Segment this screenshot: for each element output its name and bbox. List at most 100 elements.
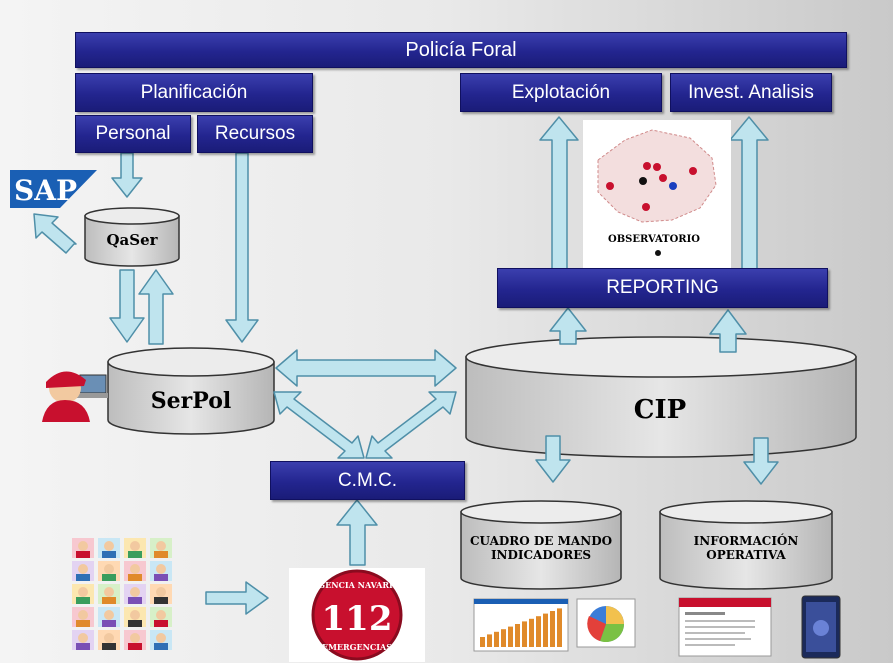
citizen-body xyxy=(128,597,142,604)
explotacion-bar: Explotación xyxy=(460,73,662,112)
citizens-grid-icon xyxy=(72,538,172,650)
personal-bar: Personal xyxy=(75,115,191,153)
citizen-face xyxy=(104,564,114,574)
thumbnail-bar xyxy=(543,613,548,647)
citizen-body xyxy=(128,620,142,627)
emergency-agency-text: AGENCIA NAVARRA xyxy=(311,580,403,590)
arrow-serpol-to-qaser xyxy=(138,269,174,345)
citizen-face xyxy=(78,610,88,620)
mobile-app-thumbnail xyxy=(801,595,841,659)
serpol-label: SerPol xyxy=(150,388,232,414)
observatory-map: OBSERVATORIO xyxy=(583,120,731,268)
police-officer-icon xyxy=(42,371,108,422)
thumbnail-bar xyxy=(536,616,541,647)
citizen-face xyxy=(156,633,166,643)
emergency-112-logo: AGENCIA NAVARRA 112 EMERGENCIAS xyxy=(289,568,425,662)
thumbnail-bar xyxy=(522,621,527,647)
citizen-face xyxy=(78,541,88,551)
arrow-people-to-112 xyxy=(205,581,269,615)
citizen-face xyxy=(130,564,140,574)
qaser-cylinder xyxy=(84,207,180,267)
dashboard-label-line2: INDICADORES xyxy=(490,548,592,562)
cmc-bar: C.M.C. xyxy=(270,461,465,500)
thumbnail-bar xyxy=(515,624,520,647)
citizen-body xyxy=(76,620,90,627)
citizen-face xyxy=(104,633,114,643)
citizen-face xyxy=(156,610,166,620)
citizen-face xyxy=(156,564,166,574)
arrow-reporting-to-analisis xyxy=(729,116,769,271)
arrow-recursos-to-serpol xyxy=(225,152,259,343)
citizen-face xyxy=(78,564,88,574)
citizen-body xyxy=(128,551,142,558)
arrow-reporting-to-explotacion xyxy=(539,116,579,271)
thumbnail-bar xyxy=(494,631,499,647)
citizen-face xyxy=(156,541,166,551)
thumbnail-bar xyxy=(529,618,534,647)
citizen-body xyxy=(154,597,168,604)
dashboard-label: CUADRO DE MANDO INDICADORES xyxy=(461,528,621,568)
citizen-face xyxy=(78,587,88,597)
arrow-qaser-to-serpol xyxy=(109,269,145,343)
citizen-face xyxy=(104,541,114,551)
invest-analisis-bar: Invest. Analisis xyxy=(670,73,832,112)
citizen-body xyxy=(76,597,90,604)
thumbnail-bar xyxy=(550,611,555,647)
citizen-body xyxy=(154,643,168,650)
arrow-cip-to-reporting xyxy=(549,307,587,345)
arrow-personal-to-qaser xyxy=(111,152,143,198)
recursos-bar: Recursos xyxy=(197,115,313,153)
arrow-cip-to-operational xyxy=(743,437,779,485)
citizen-body xyxy=(102,551,116,558)
citizen-body xyxy=(76,643,90,650)
citizen-face xyxy=(104,587,114,597)
citizen-face xyxy=(156,587,166,597)
operational-info-label: INFORMACIÓN OPERATIVA xyxy=(660,528,832,568)
citizen-body xyxy=(102,597,116,604)
thumbnail-bar xyxy=(487,634,492,647)
pie-chart-thumbnail xyxy=(576,598,636,648)
citizen-body xyxy=(154,574,168,581)
citizen-face xyxy=(130,587,140,597)
thumbnail-bar xyxy=(501,629,506,647)
arrow-cip-to-dashboard xyxy=(535,435,571,483)
citizen-body xyxy=(76,551,90,558)
citizen-face xyxy=(78,633,88,643)
citizen-face xyxy=(130,541,140,551)
sap-logo: SAP xyxy=(10,170,97,208)
citizen-face xyxy=(130,633,140,643)
operational-info-label-line2: OPERATIVA xyxy=(706,548,786,562)
arrow-qaser-to-sap xyxy=(33,213,77,254)
emergency-number-text: 112 xyxy=(322,599,393,639)
thumbnail-bar xyxy=(557,608,562,647)
citizen-body xyxy=(102,643,116,650)
serpol-cylinder xyxy=(107,347,275,435)
sap-logo-text: SAP xyxy=(14,174,77,207)
planificacion-bar: Planificación xyxy=(75,73,313,112)
citizen-body xyxy=(128,643,142,650)
policia-foral-bar: Policía Foral xyxy=(75,32,847,68)
arrow-cip-to-reporting-right xyxy=(709,309,747,353)
emergency-label-text: EMERGENCIAS xyxy=(322,642,392,652)
arrow-serpol-cmc xyxy=(273,391,365,459)
dashboard-label-line1: CUADRO DE MANDO xyxy=(469,534,613,548)
cip-cylinder xyxy=(465,336,857,458)
citizen-face xyxy=(130,610,140,620)
citizen-body xyxy=(102,620,116,627)
citizen-body xyxy=(102,574,116,581)
citizen-face xyxy=(104,610,114,620)
citizen-body xyxy=(154,620,168,627)
arrow-serpol-cip xyxy=(275,349,457,387)
observatory-label: OBSERVATORIO xyxy=(608,234,700,245)
arrow-112-to-cmc xyxy=(336,499,378,566)
web-report-thumbnail xyxy=(678,597,772,657)
operational-info-label-line1: INFORMACIÓN xyxy=(693,534,799,548)
reporting-bar: REPORTING xyxy=(497,268,828,308)
citizen-body xyxy=(154,551,168,558)
dashboard-cylinder xyxy=(460,500,622,590)
thumbnail-bar xyxy=(480,637,485,647)
arrow-cip-cmc xyxy=(365,391,457,459)
qaser-label: QaSer xyxy=(106,231,158,249)
